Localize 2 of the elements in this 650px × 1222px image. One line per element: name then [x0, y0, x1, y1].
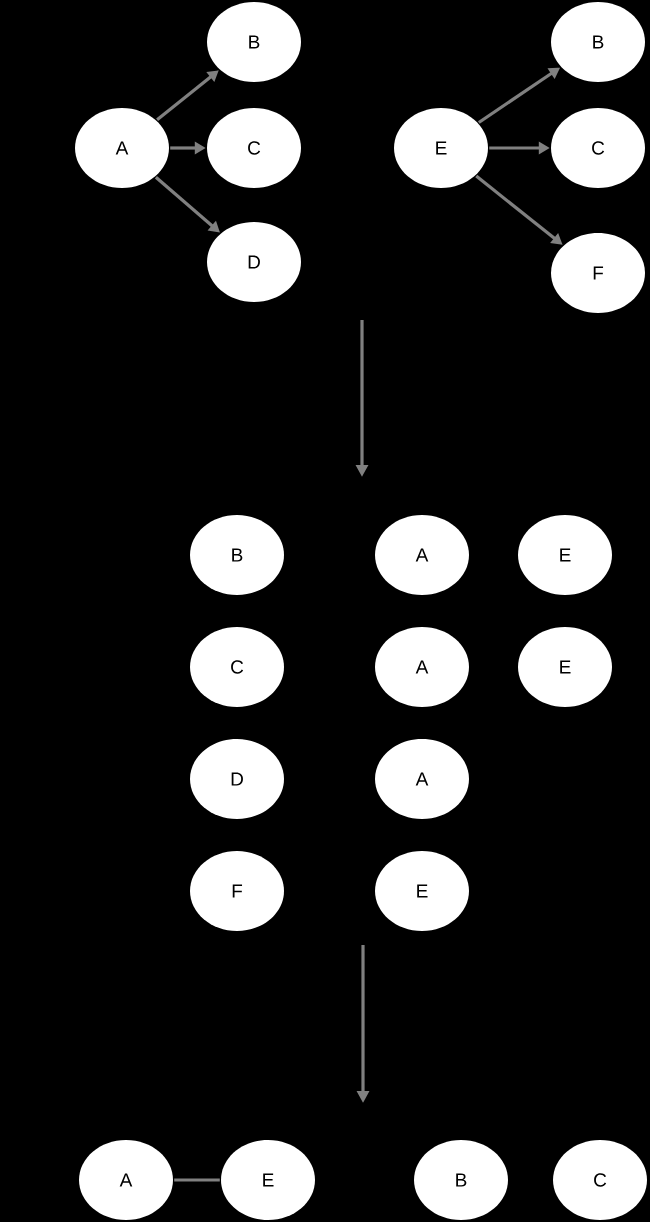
connector-line — [174, 1178, 220, 1182]
arrow — [154, 176, 220, 233]
